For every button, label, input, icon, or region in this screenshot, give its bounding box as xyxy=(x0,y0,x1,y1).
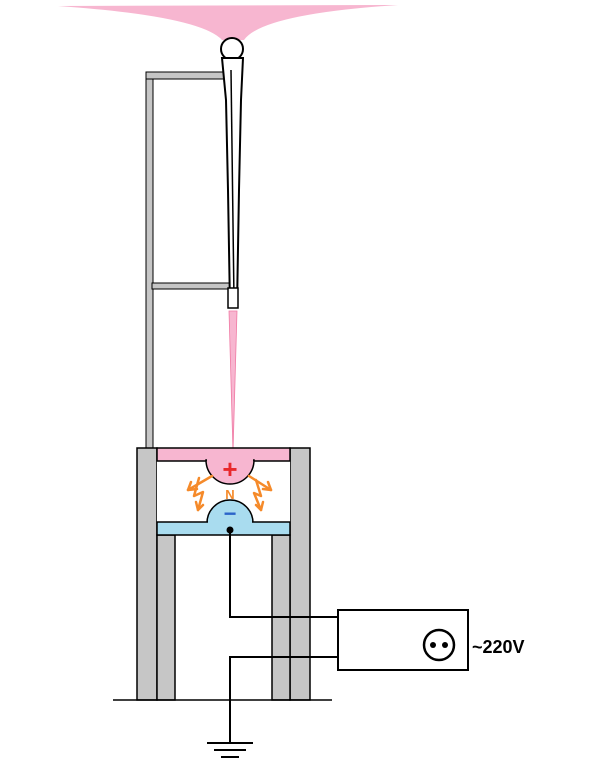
pink-beam xyxy=(228,310,238,453)
minus-sign: − xyxy=(224,501,237,526)
frame-vertical-rail xyxy=(145,71,154,450)
outer-pillar-right xyxy=(289,447,311,701)
voltage-label: ~220V xyxy=(472,637,525,657)
inner-pillar-left xyxy=(156,534,176,701)
bottom-electrode-dome xyxy=(206,499,254,524)
plus-sign: + xyxy=(222,454,237,484)
probe-tip-holder xyxy=(227,287,239,309)
top-electrode-seam xyxy=(207,458,253,462)
wiring xyxy=(226,526,338,742)
wire-to-ground xyxy=(229,656,338,742)
pink-spray-fan xyxy=(58,5,398,40)
outer-pillar-left xyxy=(136,447,158,701)
wire-to-electrode xyxy=(229,530,338,618)
outlet-socket xyxy=(422,628,456,662)
discharge-arrows-left xyxy=(186,474,214,512)
discharge-arrows-right xyxy=(247,474,273,512)
center-spark: N xyxy=(225,487,234,502)
outlet-pin-right xyxy=(442,642,448,648)
ground-symbol xyxy=(207,742,253,758)
top-electrode-dome xyxy=(205,459,255,485)
pulley-wheel xyxy=(220,37,244,61)
bottom-electrode-seam xyxy=(208,520,252,524)
probe-arm-inner-line xyxy=(230,69,235,301)
outlet-pin-left xyxy=(430,642,436,648)
frame-middle-arm xyxy=(151,282,237,290)
